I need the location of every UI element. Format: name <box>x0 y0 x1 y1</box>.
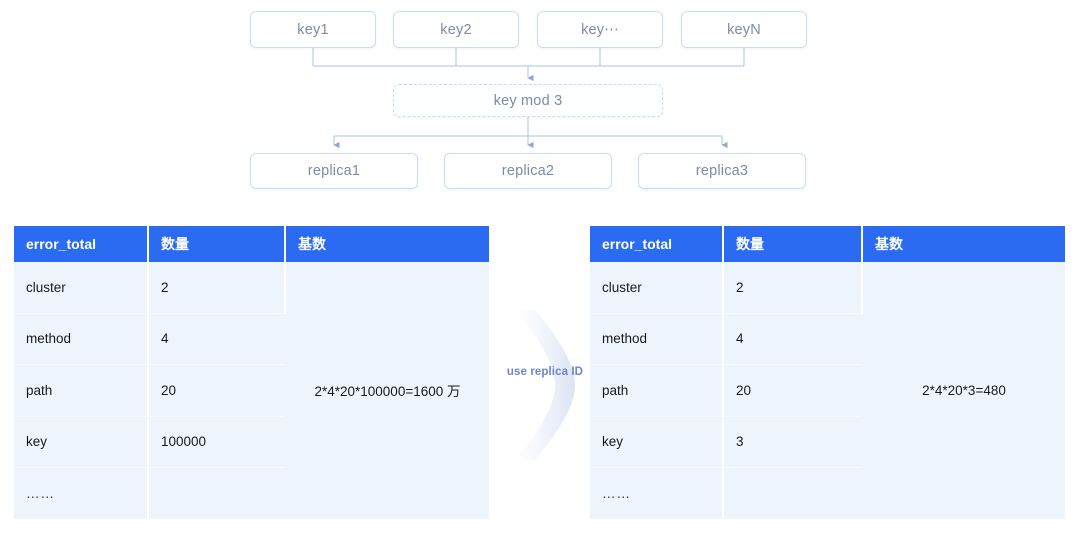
key-node-n[interactable]: keyN <box>681 11 807 48</box>
cell-count: 4 <box>148 313 285 365</box>
table-row: key 3 <box>590 416 1065 468</box>
table-row: method 4 <box>14 313 489 365</box>
replica-node-1-label: replica1 <box>307 163 361 179</box>
table-row: …… <box>590 467 1065 519</box>
cell-label: path <box>590 364 724 417</box>
column-header-cardinality: 基数 <box>285 226 489 262</box>
key-node-ellipsis[interactable]: key⋯ <box>537 11 663 48</box>
cell-count: 2 <box>723 262 863 314</box>
cell-label: cluster <box>14 262 149 314</box>
cell-label: key <box>590 416 724 468</box>
key-node-2-label: key2 <box>440 21 472 38</box>
cell-label: …… <box>590 467 724 519</box>
cell-label: cluster <box>590 262 724 314</box>
hash-function-label: key mod 3 <box>493 92 563 109</box>
table-row: cluster 2 2*4*20*100000=1600 万 <box>14 262 489 519</box>
replica-node-3-label: replica3 <box>695 163 749 179</box>
use-replica-id-annotation: use replica ID <box>489 300 601 470</box>
cell-count: 100000 <box>148 416 285 468</box>
after-table: error_total 数量 基数 cluster 2 2*4*20*3=480… <box>590 226 1065 519</box>
cell-count: 20 <box>723 364 862 417</box>
cell-count: 20 <box>148 364 285 417</box>
cell-count: 2 <box>148 262 286 314</box>
replica-node-2-label: replica2 <box>501 163 555 179</box>
table-header-row: error_total 数量 基数 <box>590 226 1065 262</box>
table-row: method 4 <box>590 313 1065 365</box>
column-header-error-total: error_total <box>14 226 149 262</box>
table-row: path 20 <box>590 364 1065 417</box>
cell-cardinality-formula: 2*4*20*3=480 <box>862 262 1065 519</box>
sharding-diagram: key1 key2 key⋯ keyN key mod 3 replica1 r… <box>0 0 1080 210</box>
chevron-decoration-icon <box>515 310 575 460</box>
cell-label: path <box>14 364 149 417</box>
column-header-error-total: error_total <box>590 226 724 262</box>
cell-count: 3 <box>723 416 862 468</box>
cell-count: 4 <box>723 313 862 365</box>
table-row: …… <box>14 467 489 519</box>
before-table: error_total 数量 基数 cluster 2 2*4*20*10000… <box>14 226 489 519</box>
cell-label: …… <box>14 467 149 519</box>
key-node-2[interactable]: key2 <box>393 11 519 48</box>
key-node-1[interactable]: key1 <box>250 11 376 48</box>
replica-node-3[interactable]: replica3 <box>638 153 806 189</box>
replica-node-2[interactable]: replica2 <box>444 153 612 189</box>
hash-function-node[interactable]: key mod 3 <box>393 84 663 117</box>
replica-node-1[interactable]: replica1 <box>250 153 418 189</box>
column-header-count: 数量 <box>723 226 863 262</box>
table-header-row: error_total 数量 基数 <box>14 226 489 262</box>
key-node-ellipsis-label: key⋯ <box>581 21 619 38</box>
column-header-count: 数量 <box>148 226 286 262</box>
cell-label: key <box>14 416 149 468</box>
key-node-n-label: keyN <box>727 21 761 38</box>
cell-cardinality-formula: 2*4*20*100000=1600 万 <box>285 262 489 519</box>
cell-label: method <box>14 313 149 365</box>
cell-count <box>723 467 862 519</box>
use-replica-id-label: use replica ID <box>506 366 584 378</box>
cell-count <box>148 467 285 519</box>
cell-label: method <box>590 313 724 365</box>
table-row: path 20 <box>14 364 489 417</box>
key-node-1-label: key1 <box>297 21 329 38</box>
table-row: cluster 2 2*4*20*3=480 <box>590 262 1065 519</box>
table-row: key 100000 <box>14 416 489 468</box>
column-header-cardinality: 基数 <box>862 226 1065 262</box>
